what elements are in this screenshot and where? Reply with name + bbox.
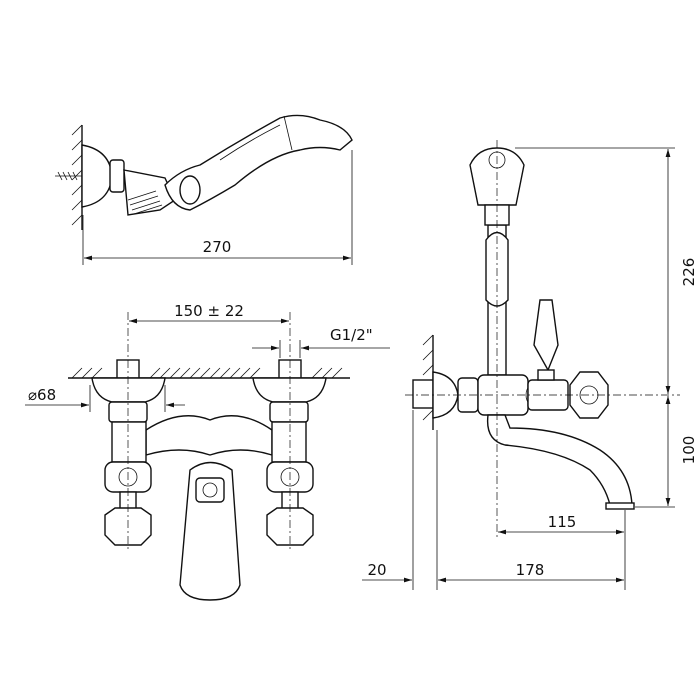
dim-inlet-thread: G1/2" xyxy=(330,326,373,344)
ceiling-hatch xyxy=(71,367,343,379)
dim-spout-reach: 115 xyxy=(548,513,577,531)
dim-height-total: 226 xyxy=(680,258,698,287)
hand-shower-view: 270 xyxy=(55,114,353,265)
dim-hand-shower-length: 270 xyxy=(203,238,232,256)
dim-wall-offset: 20 xyxy=(367,561,386,579)
dim-spout-height: 100 xyxy=(680,436,698,465)
wall-hatch xyxy=(71,124,83,226)
dim-flange-diameter: ⌀68 xyxy=(28,386,56,404)
side-view: 226 100 115 20 178 xyxy=(362,140,698,590)
front-view: 150 ± 22 G1/2" ⌀68 xyxy=(25,302,390,601)
dim-total-depth: 178 xyxy=(516,561,545,579)
dim-inlet-spacing: 150 ± 22 xyxy=(174,302,244,320)
